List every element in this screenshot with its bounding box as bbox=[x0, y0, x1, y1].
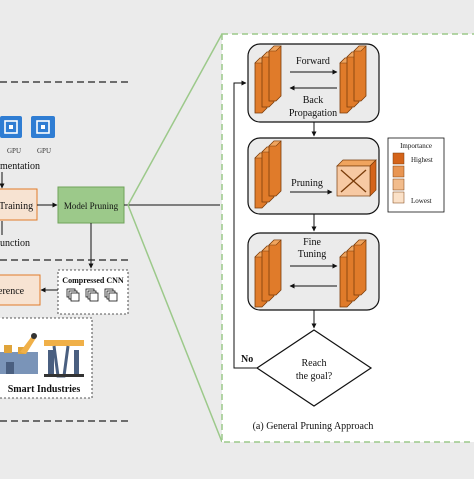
pruning-label: Pruning bbox=[291, 178, 323, 189]
importance-swatch bbox=[392, 165, 405, 178]
forward-label: Forward bbox=[296, 56, 330, 67]
back-label: Back bbox=[303, 95, 324, 106]
cnn-layer bbox=[268, 45, 282, 102]
decision-line2: the goal? bbox=[296, 371, 333, 382]
cnn-layer bbox=[353, 45, 367, 102]
inference-label: erence bbox=[0, 286, 25, 297]
importance-title: Importance bbox=[400, 142, 432, 150]
importance-highest-label: Highest bbox=[411, 156, 433, 164]
gpu-icon bbox=[31, 116, 55, 138]
cnn-layer bbox=[268, 239, 282, 296]
gpu-icon bbox=[0, 116, 22, 138]
compressed-cnn-label: Compressed CNN bbox=[62, 276, 124, 285]
zoom-line bbox=[127, 204, 223, 443]
propagation-label: Propagation bbox=[289, 108, 337, 119]
importance-swatch bbox=[392, 152, 405, 165]
gpu-label: GPU bbox=[7, 147, 21, 155]
decision-line1: Reach bbox=[302, 358, 327, 369]
importance-swatch bbox=[392, 178, 405, 191]
cnn-layer bbox=[268, 140, 282, 197]
no-loop-arrow bbox=[233, 80, 257, 369]
oil-derrick-icon bbox=[44, 340, 84, 378]
inference-box bbox=[0, 274, 41, 306]
cnn-layer bbox=[353, 239, 367, 296]
decision-diamond bbox=[255, 329, 373, 407]
layers-icon bbox=[66, 288, 118, 302]
importance-swatch bbox=[392, 191, 405, 204]
right-panel: Forward Back Propagation Pruning Importa… bbox=[221, 33, 474, 443]
model-pruning-label: Model Pruning bbox=[64, 201, 119, 211]
zoom-line bbox=[127, 33, 223, 206]
gpu-label: GPU bbox=[37, 147, 51, 155]
loss-function-label: unction bbox=[0, 238, 30, 249]
tuning-label: Tuning bbox=[298, 249, 327, 260]
no-label: No bbox=[241, 354, 253, 365]
fine-label: Fine bbox=[303, 237, 321, 248]
pruned-filter-icon bbox=[336, 159, 377, 197]
training-label: Training bbox=[0, 201, 33, 212]
left-panel: GPU GPU mentation Training unction Model… bbox=[0, 81, 220, 422]
smart-industries-label: Smart Industries bbox=[8, 384, 81, 395]
factory-icon bbox=[0, 333, 38, 374]
importance-lowest-label: Lowest bbox=[411, 197, 432, 205]
augmentation-label: mentation bbox=[0, 161, 40, 172]
caption: (a) General Pruning Approach bbox=[253, 421, 374, 432]
